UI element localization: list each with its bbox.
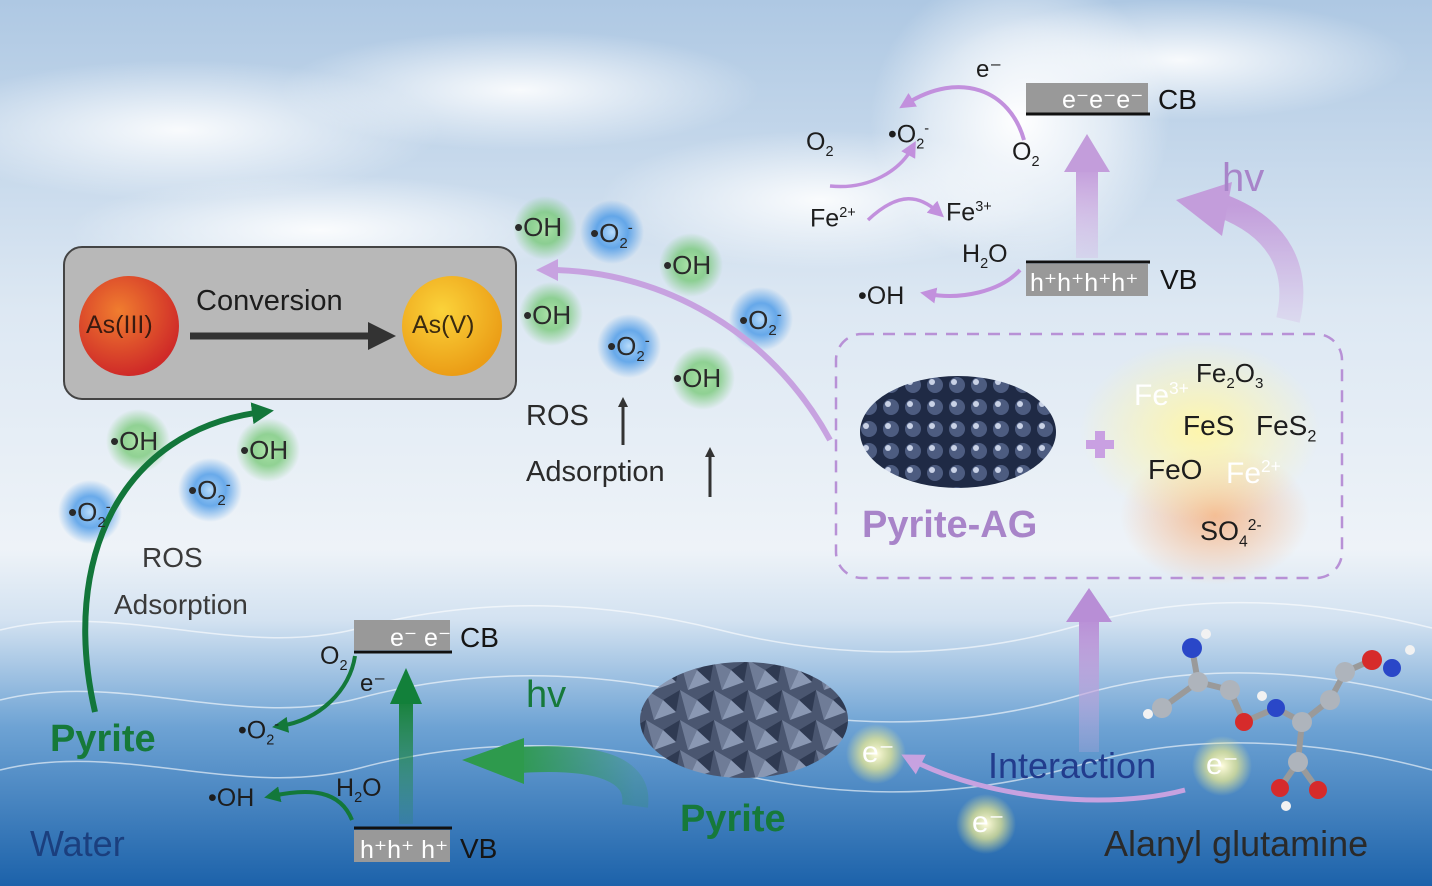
left-electron: e⁻	[360, 670, 387, 697]
radical-oh: •OH	[673, 363, 722, 393]
top-vb-holes: h⁺h⁺h⁺h⁺	[1030, 269, 1139, 297]
species-fe3: Fe3+	[1134, 378, 1189, 412]
left-o2: O2	[320, 642, 348, 674]
as5-label: As(V)	[412, 311, 475, 339]
top-cb-electrons: e⁻e⁻e⁻	[1062, 86, 1144, 114]
pyrite-to-as-arrow	[82, 402, 274, 713]
species-so4: SO42-	[1200, 516, 1262, 551]
electron-glow: e⁻	[972, 806, 1005, 839]
pyrite-ag-label: Pyrite-AG	[862, 504, 1038, 546]
species-fe2o3: Fe2O3	[1196, 358, 1264, 393]
left-h2o: H2O	[336, 774, 382, 806]
left-hv-label: hv	[526, 674, 567, 716]
radical-oh: •OH	[514, 212, 563, 242]
radical-o2: •O2-	[68, 497, 111, 532]
conversion-arrow-head	[368, 322, 396, 350]
radical-o2: •O2-	[188, 475, 231, 510]
left-superoxide: •O2-	[238, 716, 280, 749]
pyrite-bottom-label: Pyrite	[680, 798, 786, 840]
interaction-label: Interaction	[988, 745, 1157, 786]
radical-oh: •OH	[523, 300, 572, 330]
arsenic-conversion-box	[63, 246, 517, 400]
top-excitation-arrow-head	[1064, 134, 1110, 172]
left-vb-box	[354, 830, 450, 862]
left-cb-electrons: e⁻ e⁻	[390, 624, 452, 652]
left-vb-holes: h⁺h⁺ h⁺	[360, 836, 449, 864]
left-ros-label: ROS	[142, 542, 203, 573]
top-fe3: Fe3+	[946, 198, 992, 227]
as3-sphere	[79, 276, 179, 376]
alanyl-glutamine-label: Alanyl glutamine	[1104, 823, 1369, 864]
species-fe2: Fe2+	[1226, 456, 1281, 490]
top-hv-label: hv	[1222, 156, 1265, 200]
left-cb-box	[354, 620, 450, 650]
left-excitation-arrow-head	[390, 668, 422, 704]
top-vb-label: VB	[1160, 264, 1198, 295]
pyrite-ag-image	[860, 376, 1056, 488]
radical-oh: •OH	[663, 250, 712, 280]
top-hv-arrow-head	[1176, 182, 1232, 236]
top-electron: e⁻	[976, 56, 1003, 83]
left-oh: •OH	[208, 784, 255, 812]
molecule-atoms	[1143, 629, 1415, 811]
interaction-arrow-head	[1066, 588, 1112, 622]
electron-transfer-arrow	[901, 754, 1186, 803]
species-fes2: FeS2	[1256, 410, 1317, 446]
ros-increase-label: ROS	[526, 400, 589, 432]
top-h2o: H2O	[962, 240, 1008, 272]
electron-glow: e⁻	[862, 736, 895, 769]
radical-glows	[58, 196, 1252, 854]
pyrite-image	[640, 662, 848, 778]
top-o2-left: O2	[806, 128, 834, 160]
left-adsorption-label: Adsorption	[114, 589, 248, 620]
top-cb-label: CB	[1158, 84, 1197, 115]
left-hv-arrow-head	[462, 738, 524, 784]
top-vb-box	[1026, 264, 1148, 296]
top-cb-box	[1026, 83, 1148, 113]
top-fe2: Fe2+	[810, 204, 856, 233]
species-fes: FeS	[1183, 410, 1235, 441]
top-o2-right: O2	[1012, 138, 1040, 170]
radical-o2: •O2-	[739, 305, 782, 340]
radical-o2: •O2-	[607, 331, 650, 366]
left-cb-label: CB	[460, 622, 499, 653]
top-oh: •OH	[858, 282, 905, 310]
radical-o2: •O2-	[590, 218, 633, 253]
water-label: Water	[30, 823, 125, 864]
pyrite-left-label: Pyrite	[50, 718, 156, 760]
radical-oh: •OH	[240, 435, 289, 465]
pyrite-ag-box	[834, 332, 1344, 580]
adsorption-increase-label: Adsorption	[526, 456, 665, 488]
radical-oh: •OH	[110, 426, 159, 456]
left-vb-label: VB	[460, 833, 498, 864]
as5-sphere	[402, 276, 502, 376]
species-feo: FeO	[1148, 454, 1203, 485]
top-superoxide: •O2-	[888, 120, 930, 153]
conversion-label: Conversion	[196, 285, 343, 317]
as3-label: As(III)	[86, 311, 153, 339]
ag-to-as-arrow	[536, 259, 833, 442]
electron-glow: e⁻	[1206, 748, 1239, 781]
